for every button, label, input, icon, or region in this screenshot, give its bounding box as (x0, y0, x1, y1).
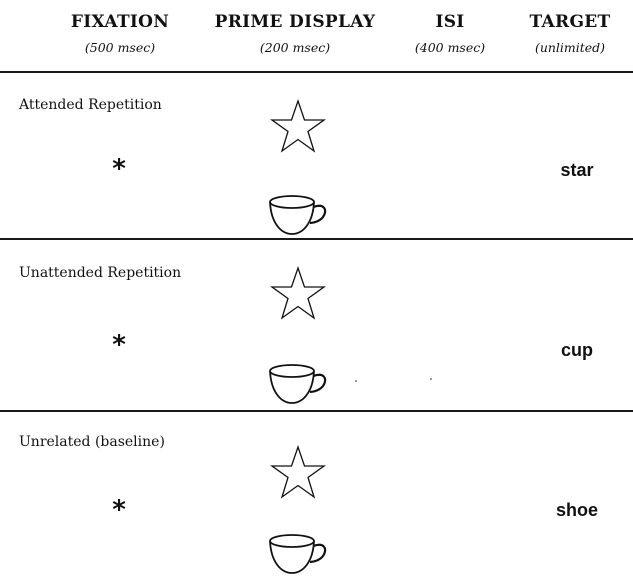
fixation-asterisk: * (112, 330, 126, 360)
fixation-asterisk: * (112, 154, 126, 184)
condition-label: Unattended Repetition (19, 265, 182, 281)
fixation-asterisk: * (112, 495, 126, 525)
star-outline-icon (269, 98, 327, 153)
column-title: ISI (435, 12, 465, 32)
column-duration: (400 msec) (414, 40, 486, 55)
target-word: shoe (555, 500, 598, 520)
column-header-fixation: FIXATION (500 msec) (55, 12, 185, 56)
column-duration: (500 msec) (84, 40, 156, 55)
star-outline-icon (269, 444, 327, 499)
column-duration: (unlimited) (534, 40, 606, 55)
column-header-isi: ISI (400 msec) (400, 12, 500, 56)
column-header-target: TARGET (unlimited) (515, 12, 625, 56)
header-divider (0, 71, 633, 73)
column-title: FIXATION (70, 12, 170, 32)
scan-speck (430, 378, 432, 380)
condition-label: Unrelated (baseline) (19, 434, 165, 450)
column-header-prime-display: PRIME DISPLAY (200 msec) (205, 12, 385, 56)
cup-outline-icon (269, 195, 327, 235)
scan-speck (355, 380, 357, 382)
column-duration: (200 msec) (259, 40, 331, 55)
target-word: star (560, 160, 594, 180)
column-title: TARGET (529, 12, 611, 32)
star-outline-icon (269, 265, 327, 320)
row-divider (0, 238, 633, 240)
column-title: PRIME DISPLAY (214, 12, 376, 32)
condition-label: Attended Repetition (19, 97, 162, 113)
target-word: cup (560, 340, 593, 360)
cup-outline-icon (269, 534, 327, 574)
row-divider (0, 410, 633, 412)
cup-outline-icon (269, 364, 327, 404)
